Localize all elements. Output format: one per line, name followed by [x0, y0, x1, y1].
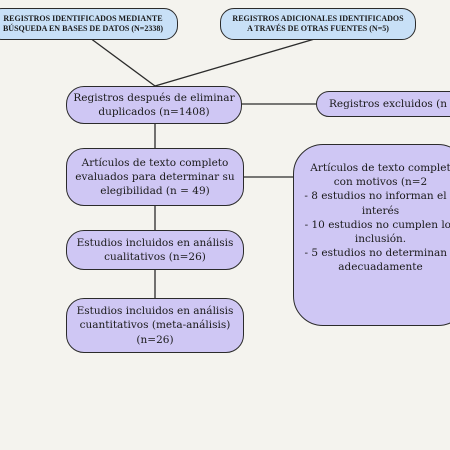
- qualitative-studies-text: Estudios incluidos en análisis cualitati…: [76, 236, 234, 263]
- connector-database-to-duplicates: [89, 37, 156, 87]
- full-text-excluded-text: Artículos de texto complet con motivos (…: [304, 162, 450, 274]
- database-records-box: REGISTROS IDENTIFICADOS MEDIANTE BÚSQUED…: [0, 8, 178, 40]
- other-sources-text: REGISTROS ADICIONALES IDENTIFICADOS A TR…: [232, 14, 404, 33]
- excluded-records-text: Registros excluidos (n: [329, 97, 447, 110]
- full-text-assessed-box: Artículos de texto completo evaluados pa…: [66, 148, 244, 206]
- after-duplicates-text: Registros después de eliminar duplicados…: [73, 91, 235, 118]
- qualitative-studies-box: Estudios incluidos en análisis cualitati…: [66, 230, 244, 270]
- full-text-excluded-box: Artículos de texto complet con motivos (…: [293, 144, 450, 326]
- connector-other-to-duplicates: [154, 37, 319, 87]
- database-records-text: REGISTROS IDENTIFICADOS MEDIANTE BÚSQUED…: [2, 14, 164, 33]
- full-text-assessed-text: Artículos de texto completo evaluados pa…: [75, 156, 235, 198]
- quantitative-studies-text: Estudios incluidos en análisis cuantitat…: [76, 305, 234, 346]
- quantitative-studies-box: Estudios incluidos en análisis cuantitat…: [66, 298, 244, 353]
- other-sources-box: REGISTROS ADICIONALES IDENTIFICADOS A TR…: [220, 8, 416, 40]
- excluded-records-box: Registros excluidos (n: [316, 91, 450, 117]
- after-duplicates-box: Registros después de eliminar duplicados…: [66, 86, 242, 124]
